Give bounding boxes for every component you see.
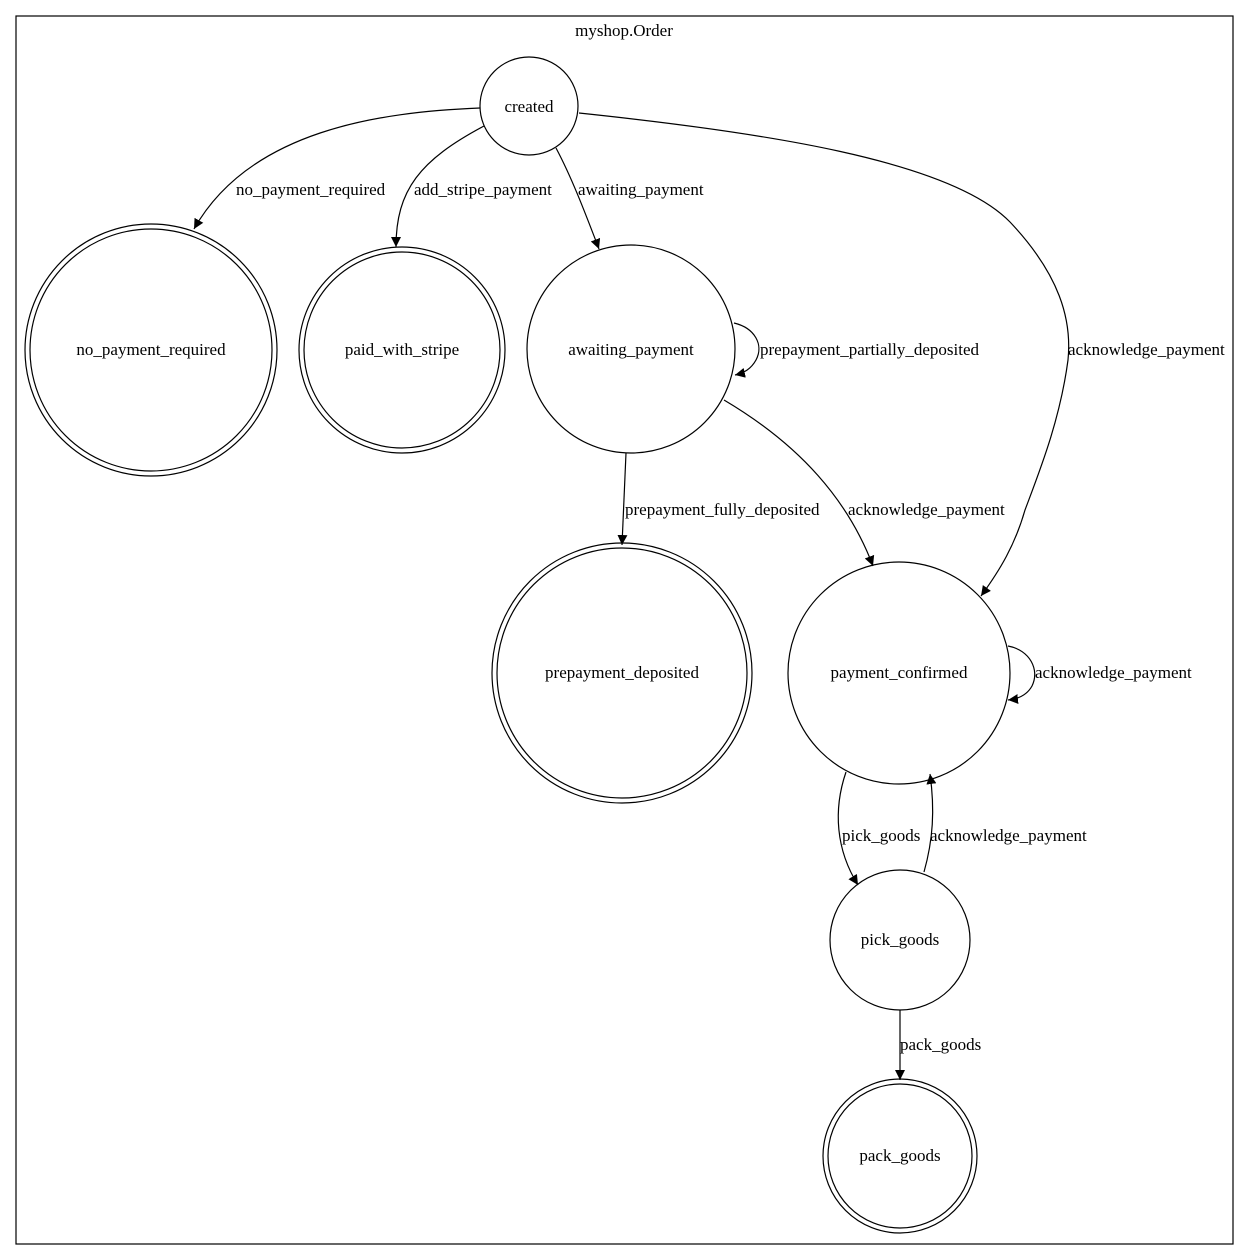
node-label: pick_goods bbox=[861, 930, 939, 949]
edge-label: pack_goods bbox=[900, 1035, 981, 1054]
edge-label: prepayment_fully_deposited bbox=[625, 500, 820, 519]
node-label: awaiting_payment bbox=[568, 340, 694, 359]
edge-created-no-payment-required: no_payment_required bbox=[193, 107, 481, 230]
node-payment-confirmed[interactable]: payment_confirmed bbox=[787, 561, 1011, 785]
edge-label: pick_goods bbox=[842, 826, 920, 845]
edge-pick-goods-pack-goods: pack_goods bbox=[895, 1010, 981, 1080]
edge-awaiting-payment-confirmed: acknowledge_payment bbox=[723, 399, 1005, 567]
node-label: no_payment_required bbox=[76, 340, 226, 359]
diagram-title: myshop.Order bbox=[575, 21, 673, 40]
edge-payment-confirmed-self: acknowledge_payment bbox=[1007, 645, 1192, 704]
edge-label: awaiting_payment bbox=[578, 180, 704, 199]
node-awaiting-payment[interactable]: awaiting_payment bbox=[526, 244, 736, 454]
edge-label: acknowledge_payment bbox=[848, 500, 1005, 519]
edge-label: no_payment_required bbox=[236, 180, 386, 199]
node-pack-goods[interactable]: pack_goods bbox=[822, 1078, 978, 1234]
node-label: pack_goods bbox=[859, 1146, 940, 1165]
edge-awaiting-prepayment-deposited: prepayment_fully_deposited bbox=[617, 452, 820, 546]
edge-created-awaiting-payment: awaiting_payment bbox=[555, 147, 704, 250]
node-no-payment-required[interactable]: no_payment_required bbox=[24, 223, 278, 477]
edge-label: acknowledge_payment bbox=[1068, 340, 1225, 359]
edge-created-payment-confirmed: acknowledge_payment bbox=[578, 112, 1225, 597]
node-label: prepayment_deposited bbox=[545, 663, 699, 682]
edge-awaiting-self: prepayment_partially_deposited bbox=[733, 322, 980, 378]
edge-label: add_stripe_payment bbox=[414, 180, 552, 199]
node-label: paid_with_stripe bbox=[345, 340, 459, 359]
cluster-frame bbox=[15, 15, 1234, 1245]
node-paid-with-stripe[interactable]: paid_with_stripe bbox=[298, 246, 506, 454]
node-pick-goods[interactable]: pick_goods bbox=[829, 869, 971, 1011]
node-created[interactable]: created bbox=[479, 56, 579, 156]
edge-label: prepayment_partially_deposited bbox=[760, 340, 980, 359]
node-label: created bbox=[504, 97, 554, 116]
edge-label: acknowledge_payment bbox=[1035, 663, 1192, 682]
edge-created-paid-with-stripe: add_stripe_payment bbox=[391, 125, 552, 248]
node-prepayment-deposited[interactable]: prepayment_deposited bbox=[491, 542, 753, 804]
edge-payment-confirmed-pick-goods: pick_goods bbox=[837, 771, 920, 886]
node-label: payment_confirmed bbox=[831, 663, 968, 682]
edge-label: acknowledge_payment bbox=[930, 826, 1087, 845]
edge-pick-goods-payment-confirmed: acknowledge_payment bbox=[923, 773, 1087, 873]
